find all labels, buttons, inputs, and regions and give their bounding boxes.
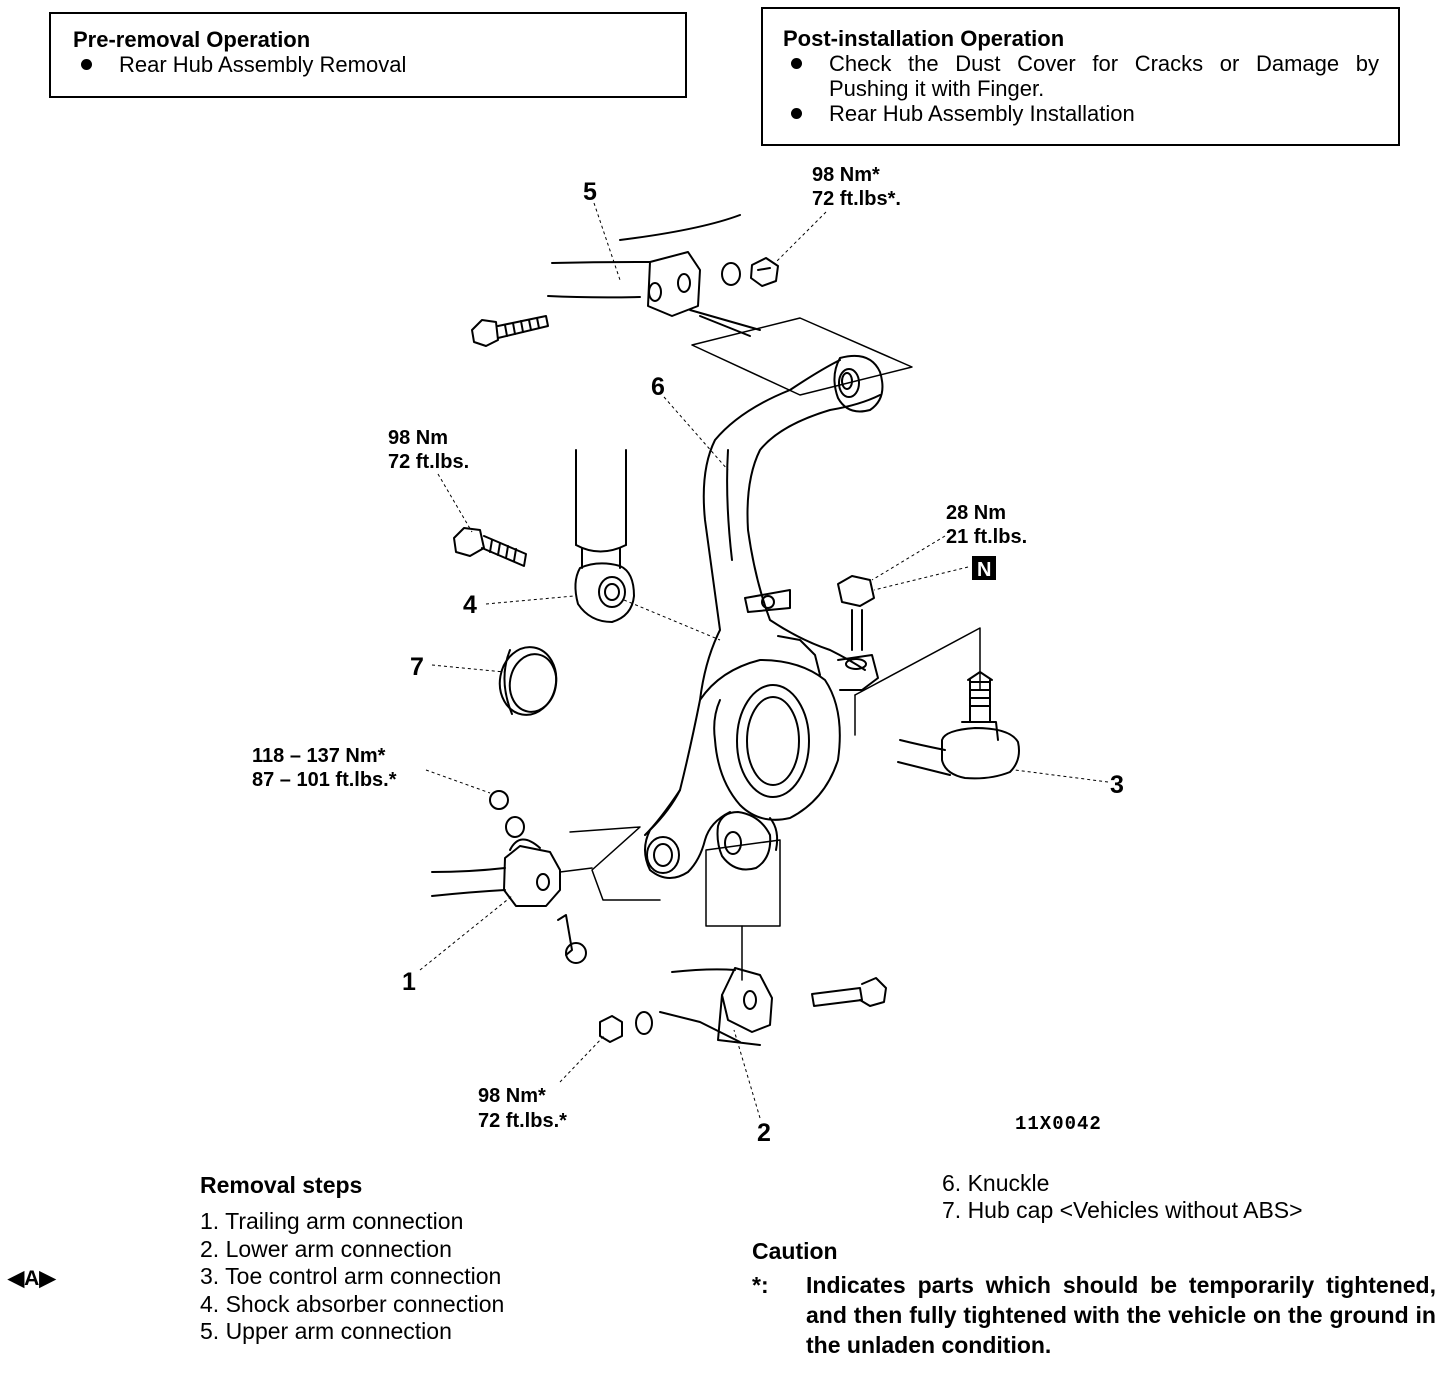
- post-installation-item: Rear Hub Assembly Installation: [783, 101, 1398, 126]
- bullet-icon: [81, 59, 92, 70]
- torque-trailing-ftlbs: 87 – 101 ft.lbs.*: [252, 769, 397, 791]
- removal-steps-list: 1. Trailing arm connection 2. Lower arm …: [200, 1208, 504, 1346]
- upper-arm-bolt: [471, 315, 549, 347]
- instructions-section: Removal steps 1. Trailing arm connection…: [0, 1160, 1456, 1384]
- torque-shock-nm: 98 Nm: [388, 427, 448, 449]
- callout-3: 3: [1110, 771, 1124, 799]
- n-mark-letter: N: [977, 559, 991, 581]
- caution-heading: Caution: [752, 1238, 838, 1264]
- torque-toe-ftlbs: 21 ft.lbs.: [946, 526, 1027, 548]
- callout-1: 1: [402, 968, 416, 996]
- trailing-arm-bolt: [557, 914, 587, 964]
- caution-note: *: Indicates parts which should be tempo…: [752, 1270, 1436, 1360]
- removal-step: 4. Shock absorber connection: [200, 1290, 505, 1317]
- shock-absorber-bolt: [453, 527, 527, 567]
- pre-removal-item: Rear Hub Assembly Removal: [73, 52, 685, 77]
- removal-step: 7. Hub cap <Vehicles without ABS>: [942, 1197, 1303, 1223]
- upper-arm-part: [547, 214, 761, 337]
- n-mark-badge: N: [972, 556, 996, 581]
- post-installation-box: Post-installation Operation Check the Du…: [761, 7, 1400, 146]
- figure-code: 11X0042: [1015, 1113, 1102, 1135]
- post-installation-item: Check the Dust Cover for Cracks or Damag…: [783, 51, 1379, 101]
- bullet-icon: [791, 108, 802, 119]
- torque-upper-arm-ftlbs: 72 ft.lbs*.: [812, 188, 901, 210]
- suspension-exploded-diagram: 5 6 4 7 1 2 3 98 Nm* 72 ft.lbs*. 98 Nm 7…: [252, 164, 1124, 1147]
- lower-arm-part: [659, 967, 773, 1046]
- caution-asterisk: *:: [752, 1272, 769, 1298]
- removal-step: 1. Trailing arm connection: [200, 1208, 464, 1234]
- callout-5: 5: [583, 178, 597, 206]
- removal-step: 2. Lower arm connection: [200, 1235, 452, 1262]
- post-installation-item-text: Rear Hub Assembly Installation: [829, 101, 1135, 126]
- trailing-arm-part: [431, 838, 561, 907]
- torque-upper-arm-nm: 98 Nm*: [812, 164, 880, 186]
- post-installation-item-text: Check the Dust Cover for Cracks or Damag…: [829, 51, 1379, 101]
- shock-absorber-part: [574, 449, 635, 623]
- post-installation-title: Post-installation Operation: [783, 26, 1065, 51]
- torque-lower-arm-ftlbs: 72 ft.lbs.*: [478, 1110, 567, 1132]
- lower-arm-bolt: [811, 977, 887, 1007]
- removal-steps-list-right: 6. Knuckle 7. Hub cap <Vehicles without …: [942, 1170, 1303, 1224]
- caution-text: Indicates parts which should be temporar…: [806, 1272, 1436, 1358]
- pre-removal-box: Pre-removal Operation Rear Hub Assembly …: [49, 12, 687, 98]
- pre-removal-item-text: Rear Hub Assembly Removal: [119, 52, 407, 77]
- callout-6: 6: [651, 373, 665, 401]
- torque-trailing-nm: 118 – 137 Nm*: [252, 745, 386, 767]
- removal-step: 5. Upper arm connection: [200, 1318, 452, 1344]
- knuckle-part: [644, 354, 884, 879]
- toe-control-arm-part: [897, 671, 1020, 780]
- service-point-a-marker: ◀A▶: [8, 1267, 56, 1290]
- callout-4: 4: [463, 591, 477, 619]
- torque-shock-ftlbs: 72 ft.lbs.: [388, 451, 469, 473]
- removal-steps-heading: Removal steps: [200, 1172, 363, 1198]
- hub-cap-part: [498, 646, 558, 716]
- bullet-icon: [791, 58, 802, 69]
- callout-7: 7: [410, 653, 424, 681]
- removal-step: 6. Knuckle: [942, 1170, 1050, 1196]
- torque-toe-nm: 28 Nm: [946, 502, 1006, 524]
- removal-step: 3. Toe control arm connection: [200, 1263, 502, 1289]
- pre-removal-title: Pre-removal Operation: [73, 27, 311, 52]
- torque-lower-arm-nm: 98 Nm*: [478, 1085, 546, 1107]
- callout-2: 2: [757, 1119, 771, 1147]
